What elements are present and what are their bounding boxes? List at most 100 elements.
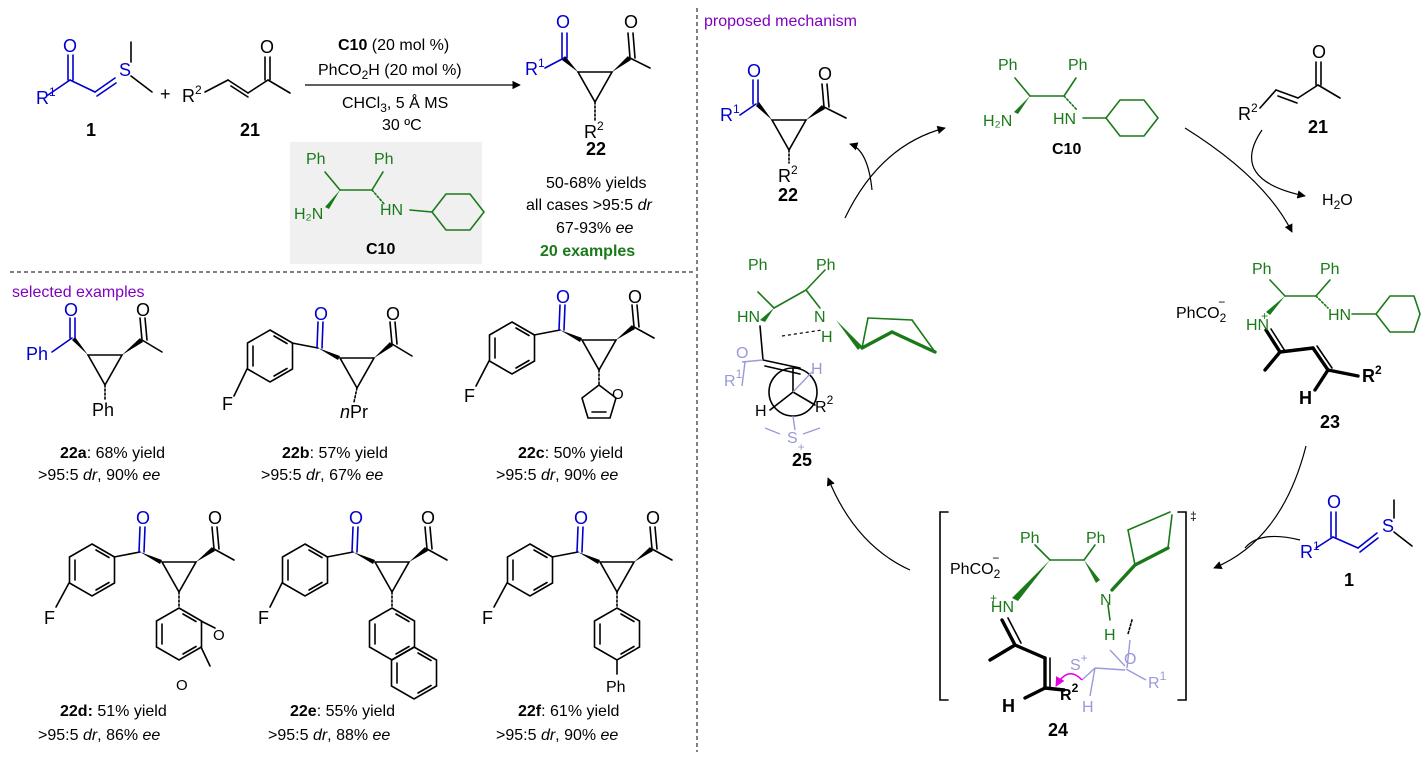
cycle-arrow-ylide-in <box>1244 535 1301 549</box>
svg-text:>95:5 dr, 90% ee: >95:5 dr, 90% ee <box>496 727 618 744</box>
h-atom: H <box>811 361 823 378</box>
svg-text:>95:5 dr, 90% ee: >95:5 dr, 90% ee <box>496 467 618 484</box>
example-22a-caption: 22a: 68% yield >95:5 dr, 90% ee <box>38 445 165 484</box>
svg-text:22c: 50% yield: 22c: 50% yield <box>518 445 623 462</box>
r1-label: R1 <box>525 56 545 79</box>
svg-text:>95:5 dr, 90% ee: >95:5 dr, 90% ee <box>38 467 160 484</box>
mech-22-label: 22 <box>778 185 798 205</box>
o-atom: O <box>624 12 638 32</box>
r2-label: R2 <box>584 119 604 142</box>
mech-transition-state-24: ‡ PhCO2− Ph Ph HN+ N H O S+ R <box>939 509 1197 740</box>
o-atom: O <box>1312 42 1326 62</box>
ph-label: Ph <box>1320 261 1340 278</box>
o-atom: O <box>747 61 761 81</box>
ph-label: Ph <box>998 57 1018 74</box>
o-atom: O <box>386 304 400 324</box>
ph-label: Ph <box>92 400 114 420</box>
svg-text:22b: 57% yield: 22b: 57% yield <box>282 445 388 462</box>
o-atom: O <box>213 627 225 644</box>
o-atom: O <box>208 508 222 528</box>
h-atom: H <box>755 403 767 420</box>
svg-text:22f: 61% yield: 22f: 61% yield <box>518 703 619 720</box>
compound-21-label: 21 <box>240 120 260 140</box>
o-atom: O <box>63 36 77 56</box>
r2-label: R2 <box>778 163 798 186</box>
n-atom: N <box>1100 592 1112 609</box>
svg-text:>95:5 dr, 86% ee: >95:5 dr, 86% ee <box>38 727 160 744</box>
svg-text:>95:5 dr, 67% ee: >95:5 dr, 67% ee <box>261 467 383 484</box>
sulfonium-s: S+ <box>787 430 805 454</box>
ph-label: Ph <box>748 257 768 274</box>
mech-23-label: 23 <box>1320 412 1340 432</box>
mech-21-label: 21 <box>1308 117 1328 137</box>
s-atom: S <box>119 60 131 80</box>
compound-1-label: 1 <box>86 120 96 140</box>
o-atom: O <box>314 304 328 324</box>
o-atom: O <box>1327 492 1341 512</box>
h2n-label: H₂N <box>983 113 1012 130</box>
example-22e-caption: 22e: 55% yield >95:5 dr, 88% ee <box>268 703 395 744</box>
hn-label: HN <box>1053 111 1076 128</box>
svg-text:22e: 55% yield: 22e: 55% yield <box>290 703 395 720</box>
o-atom: O <box>176 677 188 694</box>
counterion: PhCO2− <box>1176 295 1227 325</box>
mech-ylide-1: O R1 S 1 <box>1300 492 1413 590</box>
r1-label: R1 <box>720 102 740 125</box>
r1-label: R1 <box>1300 539 1320 562</box>
f-atom: F <box>44 608 55 628</box>
mech-newman-25: Ph Ph HN N H O R1 H H R2 S+ 25 <box>724 257 937 470</box>
plus-sign: + <box>160 84 171 104</box>
mech-product-22: O R1 O R2 22 <box>720 61 847 205</box>
r2-label: R2 <box>815 393 834 416</box>
reagent-temperature: 30 ºC <box>382 117 422 134</box>
h2n-label: H₂N <box>294 206 323 223</box>
reagent-acid: PhCO2H (20 mol %) <box>318 62 462 82</box>
cyclopropane-22: O R1 O R2 22 <box>525 12 651 159</box>
mech-iminium-23: Ph Ph HN+ HN PhCO2− R2 H 23 <box>1176 261 1421 432</box>
ph-label: Ph <box>1068 57 1088 74</box>
f-atom: F <box>482 608 493 628</box>
hn-label: HN <box>1328 307 1351 324</box>
enone-21: O R2 21 <box>182 37 291 140</box>
o-atom: O <box>574 508 588 528</box>
r2-label: R2 <box>1060 681 1079 704</box>
sulfonium-s: S+ <box>1070 651 1088 674</box>
examples-count: 20 examples <box>540 243 635 260</box>
yield-range: 50-68% yields <box>546 175 647 192</box>
ph-label: Ph <box>606 679 626 696</box>
r2-label: R2 <box>1238 101 1258 124</box>
example-22d-caption: 22d: 51% yield >95:5 dr, 86% ee <box>38 703 167 744</box>
o-atom: O <box>421 508 435 528</box>
reagent-solvent: CHCl3, 5 Å MS <box>342 93 448 115</box>
h-atom: H <box>1299 388 1312 408</box>
mech-enone-21: O R2 21 <box>1238 42 1341 137</box>
iminium-n: HN+ <box>1246 309 1269 334</box>
cycle-arrow-release <box>844 125 946 219</box>
mech-24-label: 24 <box>1048 720 1068 740</box>
f-atom: F <box>222 394 233 414</box>
h-atom: H <box>1104 627 1116 644</box>
o-atom: O <box>349 508 363 528</box>
o-atom: O <box>260 37 274 57</box>
npr-label: nPr <box>340 402 368 422</box>
o-atom: O <box>646 508 660 528</box>
catalyst-label: C10 <box>366 241 395 258</box>
ph-label: Ph <box>1020 530 1040 547</box>
o-atom: O <box>1124 651 1136 668</box>
example-22b-structure: F O O nPr <box>222 304 413 422</box>
example-22c-structure: F O O O <box>464 287 655 419</box>
r1-label: R1 <box>724 367 743 390</box>
ph-label: Ph <box>1086 530 1106 547</box>
o-atom: O <box>64 300 78 320</box>
sulfonium-ylide-1: O R1 S 1 <box>36 36 153 140</box>
example-22f-structure: F O O Ph <box>482 508 673 696</box>
example-22f-caption: 22f: 61% yield >95:5 dr, 90% ee <box>496 703 619 744</box>
mechanism-heading: proposed mechanism <box>704 13 857 30</box>
ts-dagger: ‡ <box>1190 509 1197 523</box>
counterion: PhCO2− <box>950 551 1001 581</box>
o-atom: O <box>556 287 570 307</box>
selected-examples-heading: selected examples <box>12 284 145 301</box>
example-22e-structure: F O O <box>258 508 448 700</box>
compound-22-label: 22 <box>586 139 606 159</box>
